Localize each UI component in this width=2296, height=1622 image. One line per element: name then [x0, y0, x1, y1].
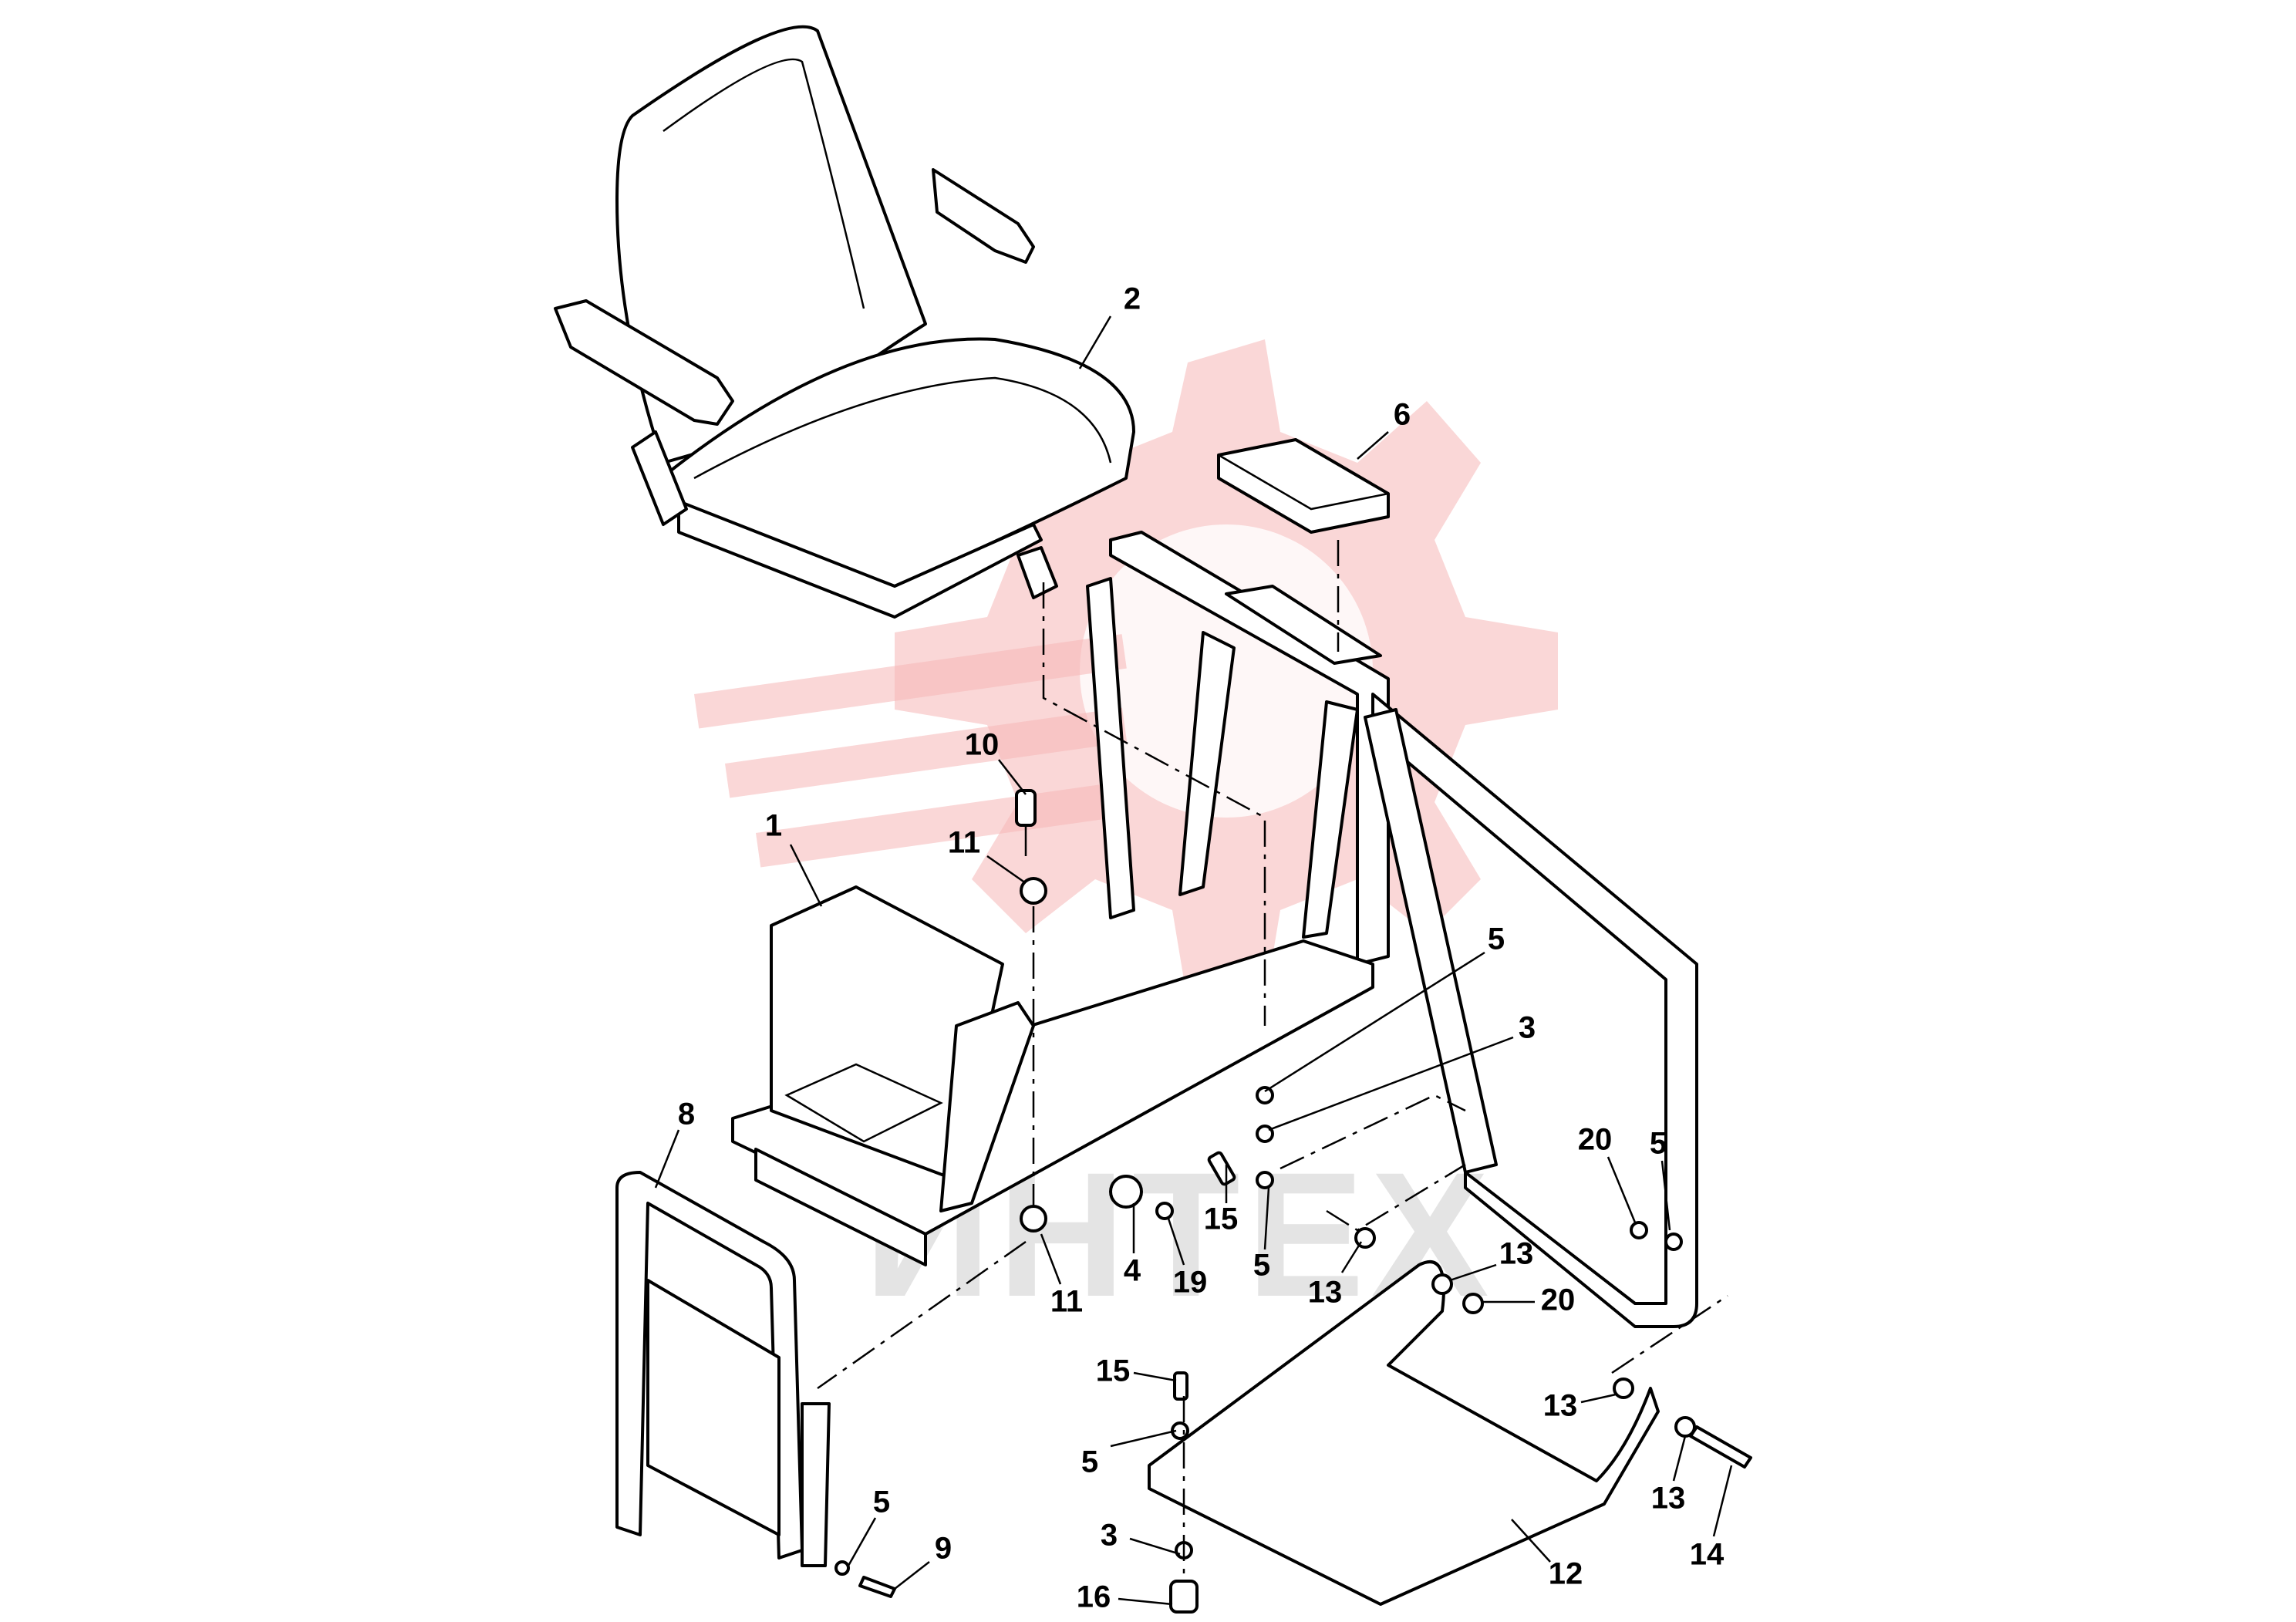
- hardware: [834, 789, 1752, 1614]
- callout-label-c-13d: 13: [1651, 1482, 1686, 1516]
- leader-line-c-8: [654, 1129, 680, 1189]
- leader-line-c-9: [894, 1561, 930, 1590]
- pad-part-6: [1217, 438, 1390, 534]
- callout-label-c-13a: 13: [1308, 1276, 1343, 1310]
- callout-label-c-6: 6: [1394, 398, 1411, 432]
- callout-label-c-5d: 5: [1081, 1445, 1098, 1479]
- callout-label-c-11b: 11: [1050, 1285, 1083, 1319]
- callout-label-c-20b: 20: [1541, 1283, 1576, 1317]
- callout-label-c-19: 19: [1173, 1266, 1208, 1300]
- leader-line-c-5e: [847, 1517, 877, 1566]
- console-frame: [1086, 531, 1390, 966]
- leader-line-c-20a: [1607, 1156, 1637, 1223]
- callout-label-c-5a: 5: [1488, 922, 1505, 956]
- callout-label-c-13c: 13: [1543, 1389, 1578, 1423]
- callout-label-c-3a: 3: [1519, 1011, 1536, 1045]
- leader-line-c-11a: [986, 855, 1027, 885]
- seat-part-2: [554, 25, 1135, 619]
- leader-line-c-2: [1078, 315, 1112, 369]
- leader-line-c-5a: [1264, 951, 1485, 1093]
- leader-line-c-3a: [1268, 1036, 1514, 1131]
- leader-line-c-5c: [1263, 1187, 1270, 1250]
- callout-label-c-1: 1: [765, 809, 782, 843]
- leader-line-c-5b: [1660, 1160, 1671, 1231]
- leader-line-c-6: [1357, 431, 1389, 460]
- leader-line-c-11b: [1040, 1233, 1062, 1285]
- callout-label-c-5b: 5: [1650, 1127, 1667, 1161]
- callout-label-c-20a: 20: [1578, 1123, 1613, 1157]
- leader-line-c-16: [1118, 1597, 1173, 1606]
- callout-label-c-13b: 13: [1499, 1237, 1534, 1271]
- leader-line-c-13c: [1580, 1393, 1617, 1404]
- leader-line-c-1: [789, 844, 823, 907]
- leader-line-c-15b: [1133, 1371, 1177, 1382]
- callout-label-c-5c: 5: [1253, 1249, 1270, 1283]
- leader-line-c-10: [998, 759, 1027, 795]
- alignment-lines: [817, 540, 1728, 1573]
- footrest-plate-part-12: [1148, 1260, 1660, 1606]
- footrest-frame-part-8: [615, 1171, 831, 1567]
- callout-label-c-9: 9: [935, 1532, 952, 1566]
- callout-label-c-15b: 15: [1096, 1354, 1131, 1388]
- callout-label-c-3b: 3: [1101, 1519, 1118, 1553]
- callout-label-c-10: 10: [965, 728, 1000, 762]
- leader-line-c-12: [1511, 1519, 1551, 1563]
- leader-line-c-13a: [1340, 1241, 1363, 1273]
- leader-line-c-13d: [1672, 1435, 1687, 1482]
- callout-label-c-5e: 5: [873, 1485, 890, 1519]
- base-platform-part-1: [731, 885, 1374, 1266]
- leader-line-c-5d: [1110, 1429, 1177, 1448]
- callout-label-c-2: 2: [1124, 282, 1141, 316]
- callout-label-c-15a: 15: [1204, 1202, 1239, 1236]
- leader-line-c-14: [1712, 1465, 1733, 1537]
- callout-label-c-4: 4: [1124, 1254, 1141, 1288]
- leader-line-c-3b: [1129, 1537, 1181, 1556]
- leader-line-c-13b: [1449, 1263, 1497, 1282]
- callout-label-c-8: 8: [678, 1098, 695, 1131]
- callout-label-c-14: 14: [1690, 1538, 1725, 1572]
- callout-label-c-16: 16: [1077, 1580, 1111, 1614]
- callout-label-c-12: 12: [1549, 1557, 1583, 1591]
- leader-line-c-19: [1167, 1218, 1185, 1266]
- callout-label-c-11a: 11: [948, 826, 980, 860]
